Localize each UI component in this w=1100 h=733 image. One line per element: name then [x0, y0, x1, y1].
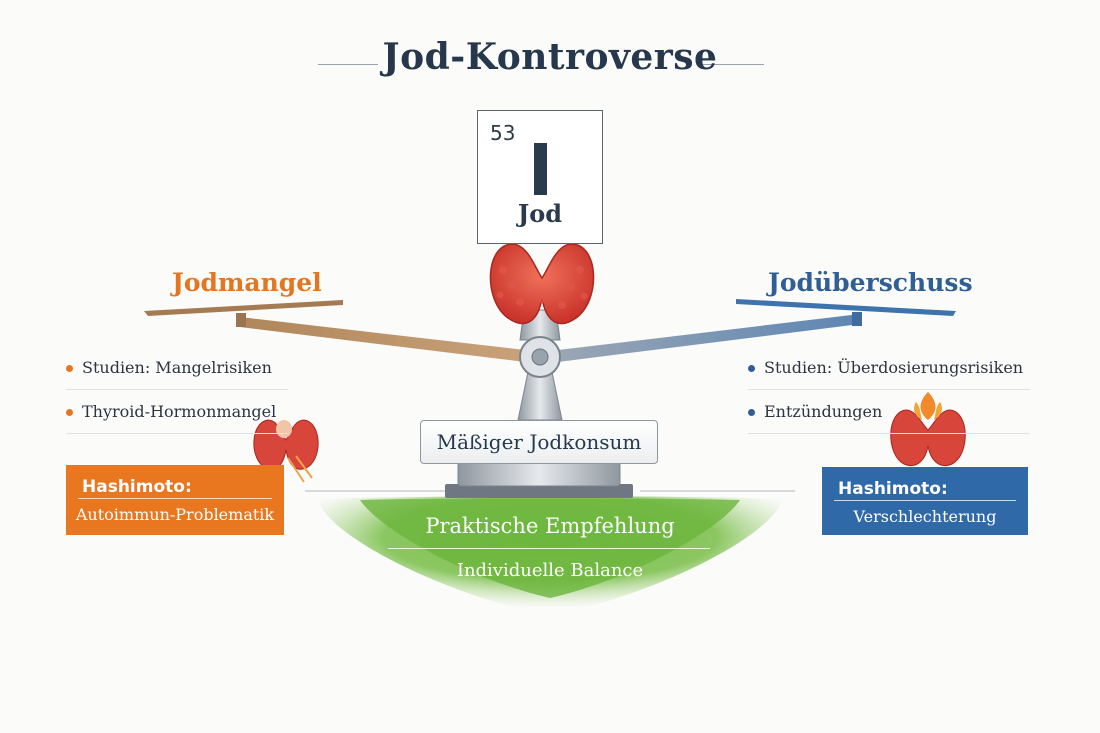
bullet-icon	[748, 365, 755, 372]
atomic-number: 53	[490, 121, 516, 145]
excess-list: Studien: Überdosierungsrisiken Entzündun…	[748, 346, 1030, 434]
heading-excess: Jodüberschuss	[768, 268, 973, 297]
title-rule-right	[702, 64, 764, 65]
divider	[834, 500, 1016, 501]
recommendation-title: Praktische Empfehlung	[425, 514, 675, 538]
inflamed-thyroid-icon	[890, 392, 966, 466]
divider	[78, 498, 272, 499]
hashimoto-text: Verschlechterung	[853, 507, 997, 526]
scale-beam	[240, 314, 860, 362]
deficiency-list: Studien: Mangelrisiken Thyroid-Hormonman…	[66, 346, 288, 434]
hashimoto-title: Hashimoto:	[838, 479, 948, 499]
list-item: Entzündungen	[748, 390, 1030, 434]
moderate-intake-label: Mäßiger Jodkonsum	[420, 420, 658, 464]
hashimoto-box-right: Hashimoto: Verschlechterung	[822, 467, 1028, 535]
element-name: Jod	[517, 199, 563, 228]
left-thyroid-icon	[253, 419, 319, 483]
bullet-icon	[66, 365, 73, 372]
hashimoto-text: Autoimmun-Problematik	[75, 505, 275, 524]
thyroid-icon	[489, 243, 595, 325]
page-title: Jod-Kontroverse	[382, 36, 718, 78]
recommendation-subtitle: Individuelle Balance	[456, 560, 644, 581]
hashimoto-box-left: Hashimoto: Autoimmun-Problematik	[66, 465, 284, 535]
bullet-icon	[748, 409, 755, 416]
list-item: Studien: Mangelrisiken	[66, 346, 288, 390]
left-pan	[144, 300, 343, 327]
bullet-icon	[66, 409, 73, 416]
element-tile: 53 Jod	[477, 110, 603, 244]
title-rule-left	[318, 64, 378, 65]
scale-base	[445, 371, 633, 498]
list-item: Studien: Überdosierungsrisiken	[748, 346, 1030, 390]
recommendation-divider	[388, 548, 710, 549]
element-symbol-I	[534, 143, 547, 195]
list-item: Thyroid-Hormonmangel	[66, 390, 288, 434]
heading-deficiency: Jodmangel	[172, 268, 322, 297]
hashimoto-title: Hashimoto:	[82, 477, 192, 497]
right-pan	[736, 299, 956, 326]
